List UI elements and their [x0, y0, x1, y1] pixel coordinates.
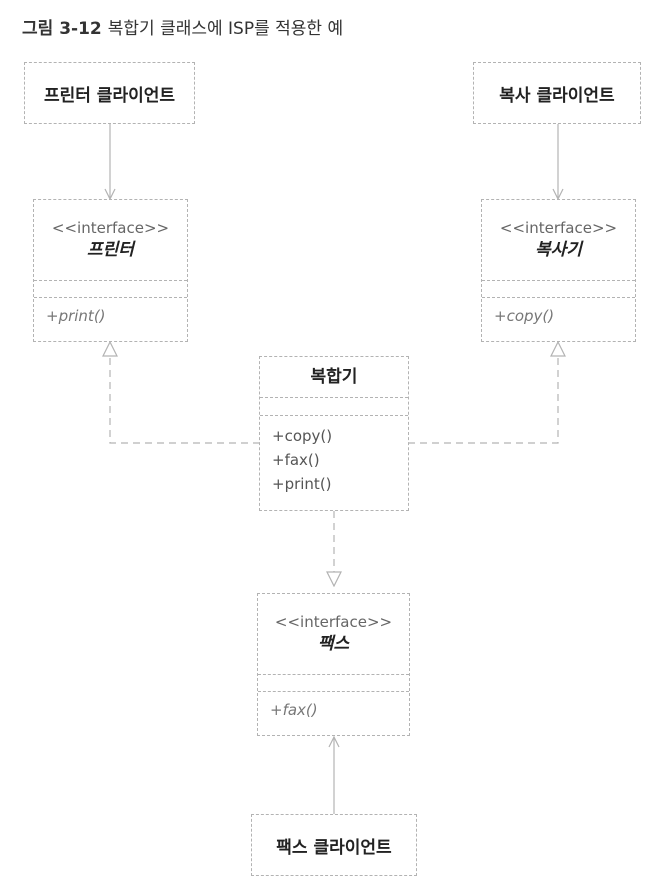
printer-interface-name: 프린터	[87, 240, 134, 260]
fax-client-box: 팩스 클라이언트	[251, 814, 417, 876]
copier-interface-op-copy: +copy()	[494, 307, 555, 325]
copier-interface-operations: +copy()	[482, 298, 635, 328]
printer-interface-operations: +print()	[34, 298, 187, 328]
fax-interface-box: <<interface>> 팩스 +fax()	[257, 593, 410, 736]
copier-client-label: 복사 클라이언트	[499, 85, 615, 106]
copier-interface-box: <<interface>> 복사기 +copy()	[481, 199, 636, 342]
fax-interface-name: 팩스	[317, 634, 350, 654]
copier-client-box: 복사 클라이언트	[473, 62, 641, 124]
printer-interface-op-print: +print()	[46, 307, 106, 325]
fax-interface-stereotype: <<interface>>	[274, 613, 393, 631]
multifunction-class-attributes	[260, 398, 408, 416]
copier-interface-name: 복사기	[535, 240, 582, 260]
printer-interface-box: <<interface>> 프린터 +print()	[33, 199, 188, 342]
multifunction-op-copy: +copy()	[272, 427, 333, 445]
multifunction-class-name: 복합기	[310, 367, 358, 387]
printer-interface-header: <<interface>> 프린터	[34, 200, 187, 281]
figure-title: 복합기 클래스에 ISP를 적용한 예	[107, 19, 344, 39]
copier-interface-stereotype: <<interface>>	[499, 219, 618, 237]
printer-interface-attributes	[34, 281, 187, 298]
fax-client-label: 팩스 클라이언트	[276, 837, 392, 858]
fax-interface-header: <<interface>> 팩스	[258, 594, 409, 675]
multifunction-op-print: +print()	[272, 475, 332, 493]
figure-label: 그림 3-12	[22, 19, 102, 39]
realization-multifunction-to-copier	[408, 342, 558, 444]
printer-interface-stereotype: <<interface>>	[51, 219, 170, 237]
multifunction-op-fax: +fax()	[272, 451, 320, 469]
multifunction-class-operations: +copy() +fax() +print()	[260, 416, 408, 496]
fax-interface-attributes	[258, 675, 409, 692]
realization-multifunction-to-printer	[110, 342, 260, 444]
copier-interface-attributes	[482, 281, 635, 298]
fax-interface-operations: +fax()	[258, 692, 409, 722]
printer-client-label: 프린터 클라이언트	[43, 85, 176, 106]
fax-interface-op-fax: +fax()	[270, 701, 318, 719]
multifunction-class-box: 복합기 +copy() +fax() +print()	[259, 356, 409, 511]
copier-interface-header: <<interface>> 복사기	[482, 200, 635, 281]
multifunction-class-header: 복합기	[260, 357, 408, 398]
printer-client-box: 프린터 클라이언트	[24, 62, 195, 124]
